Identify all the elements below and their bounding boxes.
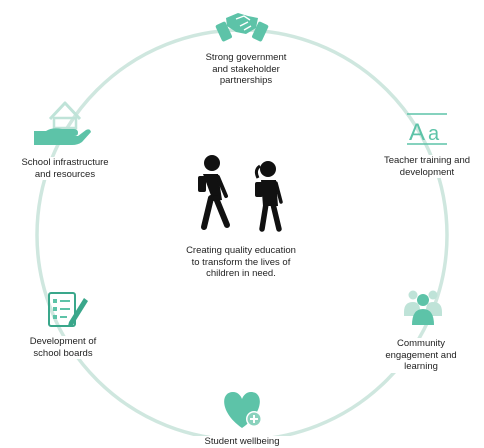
svg-text:A: A	[409, 119, 425, 146]
label-student-wellbeing: Student wellbeing	[188, 436, 296, 448]
label-community-engagement: Community engagement and learning	[365, 338, 477, 373]
handshake-icon	[215, 13, 269, 42]
heart-plus-icon	[224, 392, 262, 428]
typography-aa-icon: A a	[407, 113, 447, 146]
center-mission-text: Creating quality education to transform …	[186, 245, 296, 279]
cycle-ring	[35, 28, 449, 442]
label-teacher-training: Teacher training and development	[370, 155, 484, 178]
svg-text:a: a	[428, 123, 440, 145]
label-school-boards: Development of school boards	[10, 336, 116, 359]
house-in-hand-icon	[34, 101, 91, 145]
checklist-pencil-icon	[48, 292, 88, 327]
label-government-partnerships: Strong government and stakeholder partne…	[182, 52, 310, 87]
students-walking-icon	[198, 155, 283, 232]
group-of-people-icon	[404, 290, 442, 325]
label-school-infrastructure: School infrastructure and resources	[2, 157, 128, 180]
